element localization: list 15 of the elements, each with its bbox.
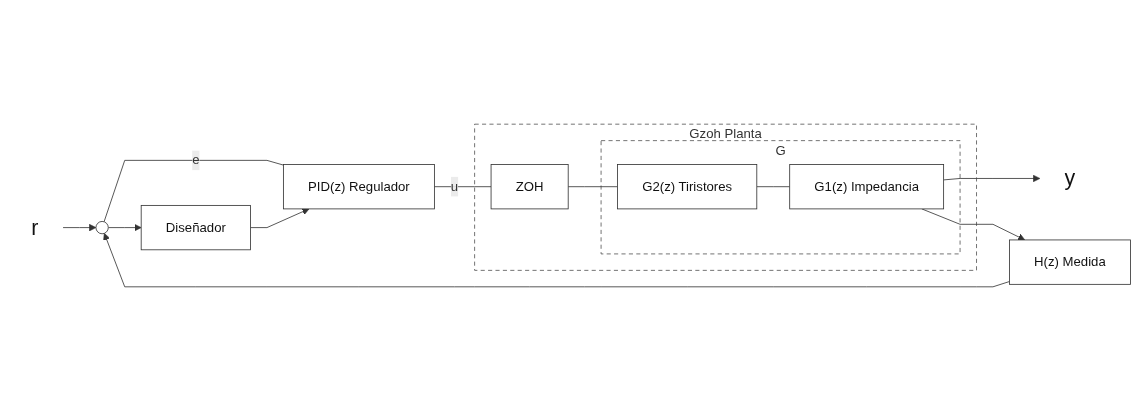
node-box: ZOH	[490, 163, 569, 209]
edge-label: e	[192, 152, 200, 167]
node-box: Diseñador	[140, 204, 251, 250]
connector	[567, 185, 618, 187]
node-text: y	[1064, 165, 1076, 190]
node-box: G2(z) Tiristores	[617, 163, 758, 209]
node-box: G1(z) Impedancia	[789, 163, 945, 209]
edge-label: u	[450, 178, 459, 193]
connector	[103, 159, 284, 222]
node-box: PID(z) Regulador	[283, 163, 435, 209]
connector	[434, 185, 492, 187]
node-circle	[95, 220, 109, 234]
connector	[756, 185, 791, 187]
node-box: H(z) Medida	[1009, 239, 1131, 285]
node-text: r	[31, 214, 39, 240]
